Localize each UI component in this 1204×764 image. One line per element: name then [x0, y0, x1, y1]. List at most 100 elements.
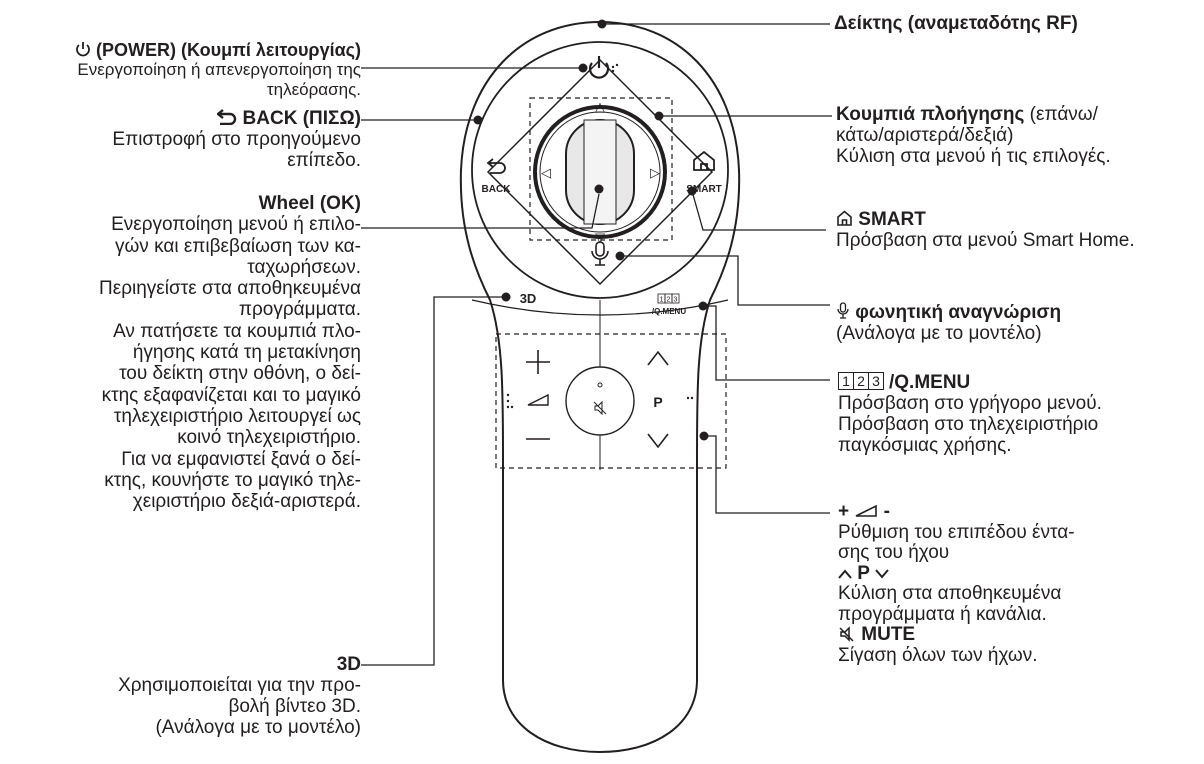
nav-left-arrow[interactable]: ◁ [541, 165, 551, 180]
nav-up-arrow[interactable]: △ [595, 99, 605, 114]
power-icon [76, 42, 90, 57]
voice-desc-line-1: (Ανάλογα με το μοντέλο) [836, 323, 1042, 344]
leader-smart [691, 190, 826, 231]
remote-head-ring [471, 41, 729, 299]
nav-dashed-box [529, 97, 673, 241]
remote-qmenu-label: /Q.MENU [652, 307, 686, 316]
leader-qmenu [703, 305, 830, 381]
wheel-scroll-center [583, 119, 617, 225]
qmenu-digit-1: 1 [838, 372, 854, 390]
wheel-desc-line-3: ταχωρήσεων. [247, 256, 361, 278]
back-desc-line-2: επίπεδο. [287, 150, 361, 171]
remote-power-icon[interactable] [588, 56, 619, 79]
program-title: P [857, 562, 870, 584]
wheel-desc-line-7: ήγησης κατά τη μετακίνηση [132, 342, 361, 364]
wheel-desc-line-11: κοινό τηλεχειριστήριο. [177, 427, 361, 449]
remote-microphone-icon[interactable] [591, 241, 609, 266]
remote-back-label: BACK [482, 184, 512, 195]
power-desc-line-2: τηλεόρασης. [266, 80, 361, 99]
wheel-desc-line-9: κτης εξαφανίζεται και το μαγικό [101, 384, 361, 406]
nav-annotation: Κουμπιά πλοήγησης (επάνω/ κάτω/αριστερά/… [836, 104, 1201, 167]
volume-icon [527, 393, 549, 406]
volume-title-minus: - [883, 501, 890, 522]
power-desc-line-1: Ενεργοποίηση ή απενεργοποίηση της [77, 60, 361, 79]
volume-legend-icon [856, 504, 878, 517]
mute-icon [839, 626, 854, 642]
remote-qmenu-digits[interactable]: 1 2 3 [657, 293, 680, 304]
remote-back-icon[interactable] [486, 158, 506, 174]
qmenu-desc-line-1: Πρόσβαση στο γρήγορο μενού. [838, 393, 1102, 414]
wheel-desc-line-2: γών και επιβεβαίωση των κα- [114, 235, 361, 257]
program-desc-line-1: Κύλιση στα αποθηκευμένα [838, 583, 1062, 604]
program-down-icon[interactable] [647, 433, 669, 449]
remote-qmenu-digit-2: 2 [667, 297, 671, 304]
program-dots [686, 396, 694, 400]
nav-title: Κουμπιά πλοήγησης [836, 104, 1025, 125]
volume-desc-line-1: Ρύθμιση του επιπέδου έντα- [838, 521, 1075, 543]
remote-qmenu-digit-1: 1 [660, 297, 664, 304]
volume-plus-icon[interactable] [526, 350, 550, 374]
voice-annotation: φωνητική αναγνώριση (Ανάλογα με το μοντέ… [836, 302, 1201, 344]
remote-smart-label: SMART [686, 184, 722, 195]
leader-volume [704, 435, 830, 514]
smart-title: SMART [858, 209, 926, 230]
threed-title: 3D [336, 654, 361, 675]
remote-mute-icon [593, 400, 607, 416]
chevron-down-icon [875, 568, 889, 579]
remote-p-label: P [653, 394, 662, 410]
threed-desc-line-2: βολή βίντεο 3D. [228, 696, 361, 717]
program-up-icon[interactable] [647, 350, 669, 366]
wheel-desc-line-10: τηλεχειριστήριο λειτουργεί ως [113, 405, 361, 427]
pointer-title: Δείκτης (αναμεταδότης RF) [834, 13, 1078, 34]
program-desc-line-2: προγράμματα ή κανάλια. [838, 603, 1047, 625]
remote-3d-label[interactable]: 3D [520, 291, 537, 306]
mute-button[interactable] [565, 366, 635, 436]
volume-program-mute-annotation: + - Ρύθμιση του επιπέδου έντα- σης του ή… [838, 501, 1203, 666]
power-title: (POWER) (Κουμπί λειτουργίας) [96, 40, 361, 60]
back-annotation: BACK (ΠΙΣΩ) Επιστροφή στο προηγούμενο επ… [21, 108, 361, 171]
wheel-title: Wheel (OK) [258, 193, 361, 214]
qmenu-digit-3: 3 [868, 372, 884, 390]
wheel-desc-line-14: χειριστήριο δεξιά-αριστερά. [132, 491, 361, 513]
qmenu-title: /Q.MENU [889, 372, 971, 393]
wheel-desc-line-13: κτης, κουνήστε το μαγικό τηλε- [104, 469, 361, 491]
back-desc-line-1: Επιστροφή στο προηγούμενο [112, 129, 361, 150]
voice-title: φωνητική αναγνώριση [855, 302, 1062, 323]
threed-annotation: 3D Χρησιμοποιείται για την προ- βολή βίν… [21, 654, 361, 738]
volume-title-plus: + [838, 501, 850, 522]
wheel-desc-line-1: Ενεργοποίηση μενού ή επιλο- [111, 214, 361, 236]
mute-desc-line-1: Σίγαση όλων των ήχων. [838, 644, 1038, 666]
nav-down-arrow[interactable]: ▽ [595, 230, 605, 245]
home-icon [837, 210, 852, 226]
remote-home-icon[interactable] [693, 150, 715, 171]
smart-desc-line-1: Πρόσβαση στα μενού Smart Home. [836, 230, 1135, 251]
nav-title-rest: (επάνω/ [1024, 104, 1098, 125]
leader-threed [361, 296, 506, 666]
qmenu-desc-line-3: παγκόσμιας χρήσης. [838, 435, 1012, 456]
leader-voice [620, 255, 830, 306]
back-icon [216, 109, 237, 126]
microphone-icon [837, 302, 849, 319]
pointer-annotation: Δείκτης (αναμεταδότης RF) [834, 13, 1199, 34]
nav-right-arrow[interactable]: ▷ [650, 165, 660, 180]
wheel-desc-line-4: Περιηγείστε στα αποθηκευμένα [99, 278, 361, 300]
leader-wheel [361, 193, 600, 229]
volume-dots [506, 393, 514, 409]
remote-qmenu-digit-3: 3 [674, 297, 678, 304]
volume-dashed-box [495, 333, 727, 469]
chevron-up-icon [838, 568, 852, 579]
qmenu-digit-2: 2 [853, 372, 869, 390]
leader-lines [361, 23, 832, 666]
nav-desc-line-2: Κύλιση στα μενού ή τις επιλογές. [836, 146, 1111, 167]
power-annotation: (POWER) (Κουμπί λειτουργίας) Ενεργοποίησ… [1, 40, 361, 100]
wheel-annotation: Wheel (OK) Ενεργοποίηση μενού ή επιλο- γ… [1, 193, 361, 512]
smart-annotation: SMART Πρόσβαση στα μενού Smart Home. [836, 209, 1201, 251]
leader-dots [473, 19, 709, 441]
wheel-desc-line-6: Αν πατήσετε τα κουμπιά πλο- [113, 320, 361, 342]
qmenu-desc-line-2: Πρόσβαση στο τηλεχειριστήριο [838, 414, 1099, 435]
nav-desc-line-1: κάτω/αριστερά/δεξιά) [836, 125, 1014, 146]
threed-desc-line-1: Χρησιμοποιείται για την προ- [118, 675, 361, 696]
